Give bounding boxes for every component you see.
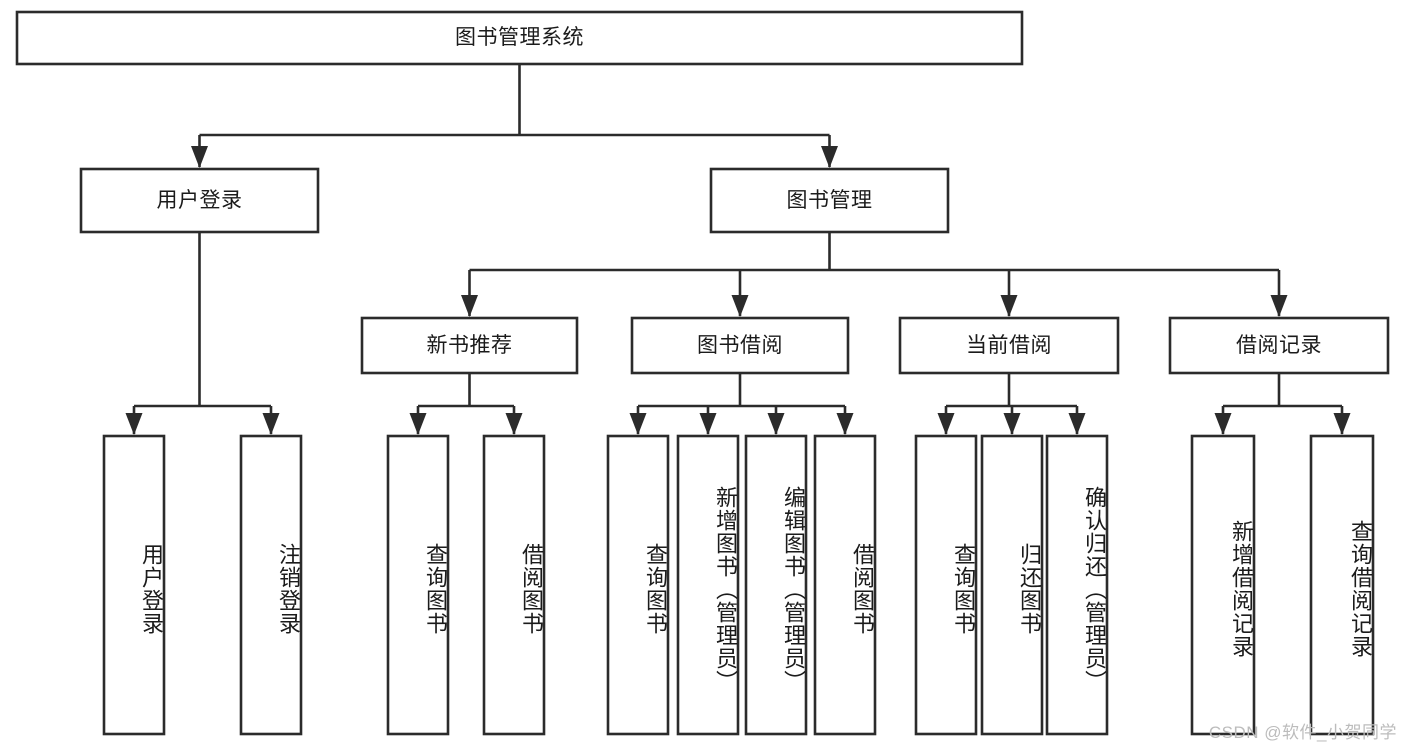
node-box-book-borrow[interactable] [630,316,850,375]
node-leaf-add-borrow-record-leaf[interactable] [1192,436,1254,734]
node-box-leaf-add-book-admin[interactable] [676,434,740,736]
node-box-leaf-query-book-recommend[interactable] [386,434,450,736]
arrow-head-icon-leaf-return-book [1003,413,1021,435]
arrow-head-icon-leaf-query-book-current [937,413,955,435]
arrow-head-icon-leaf-edit-book-admin [767,413,785,435]
node-box-user-login[interactable] [79,167,320,234]
node-box-leaf-edit-book-admin[interactable] [744,434,808,736]
node-leaf-confirm-return-admin-leaf[interactable] [1047,436,1107,734]
node-leaf-add-book-admin-leaf[interactable] [678,436,738,734]
node-box-leaf-query-book-current[interactable] [914,434,978,736]
node-box-leaf-return-book[interactable] [980,434,1044,736]
arrow-head-icon-leaf-query-book-borrow [629,413,647,435]
node-leaf-borrow-book-leaf[interactable] [815,436,875,734]
node-new-book-recommend-level3[interactable] [362,318,577,373]
node-leaf-return-book-leaf[interactable] [982,436,1042,734]
node-leaf-query-borrow-record-leaf[interactable] [1311,436,1373,734]
arrow-head-icon-new-book-recommend [461,295,478,317]
node-leaf-query-book-recommend-leaf[interactable] [388,436,448,734]
node-box-leaf-add-borrow-record[interactable] [1190,434,1256,736]
arrow-head-icon-book-borrow [731,295,749,317]
node-leaf-user-login-leaf[interactable] [104,436,164,734]
node-root-root[interactable] [17,12,1022,64]
node-leaf-borrow-book-recommend-leaf[interactable] [484,436,544,734]
arrow-head-icon-leaf-query-borrow-record [1333,413,1351,435]
node-box-leaf-confirm-return-admin[interactable] [1045,434,1109,736]
node-box-current-borrow[interactable] [898,316,1120,375]
arrow-head-icon-leaf-borrow-book [836,413,854,435]
node-leaf-query-book-borrow-leaf[interactable] [608,436,668,734]
node-box-book-manage[interactable] [709,167,950,234]
node-box-leaf-user-login[interactable] [102,434,166,736]
boxes-layer [15,10,1390,736]
node-leaf-logout-login-leaf[interactable] [241,436,301,734]
node-box-leaf-borrow-book[interactable] [813,434,877,736]
arrow-head-icon-current-borrow [1000,295,1018,317]
node-book-manage-level2[interactable] [711,169,948,232]
arrow-head-icon-leaf-add-book-admin [699,413,717,435]
node-current-borrow-level3[interactable] [900,318,1118,373]
arrow-head-icon-leaf-add-borrow-record [1214,413,1232,435]
node-box-new-book-recommend[interactable] [360,316,579,375]
node-box-leaf-query-book-borrow[interactable] [606,434,670,736]
arrow-head-icon-leaf-logout-login [262,413,280,435]
node-box-borrow-record[interactable] [1168,316,1390,375]
arrow-head-icon-leaf-user-login [125,413,143,435]
node-box-root[interactable] [15,10,1024,66]
node-leaf-edit-book-admin-leaf[interactable] [746,436,806,734]
arrow-head-icon-leaf-borrow-book-recommend [505,413,523,435]
node-box-leaf-borrow-book-recommend[interactable] [482,434,546,736]
connectors-layer [125,64,1351,435]
node-borrow-record-level3[interactable] [1170,318,1388,373]
node-box-leaf-query-borrow-record[interactable] [1309,434,1375,736]
node-box-leaf-logout-login[interactable] [239,434,303,736]
arrow-head-icon-leaf-confirm-return-admin [1068,413,1086,435]
arrow-head-icon-borrow-record [1270,295,1288,317]
arrow-head-icon-leaf-query-book-recommend [409,413,427,435]
node-book-borrow-level3[interactable] [632,318,848,373]
node-user-login-level2[interactable] [81,169,318,232]
arrow-head-icon-book-manage [821,146,838,168]
node-leaf-query-book-current-leaf[interactable] [916,436,976,734]
arrow-head-icon-user-login [191,146,208,168]
